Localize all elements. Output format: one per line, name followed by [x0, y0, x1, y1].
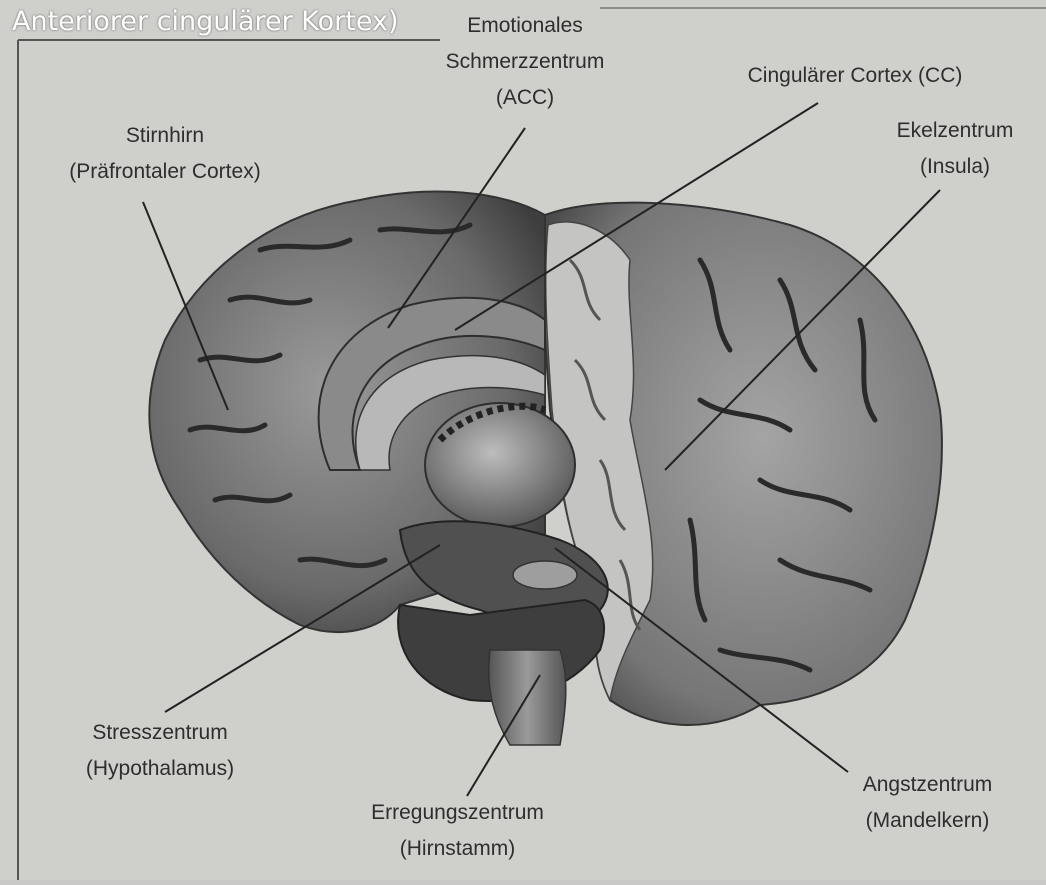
label-cc: Cingulärer Cortex (CC) — [705, 58, 1005, 94]
amygdala — [513, 561, 577, 589]
label-acc-line1: Emotionales — [400, 8, 650, 44]
thalamus — [425, 403, 575, 527]
label-brainstem: Erregungszentrum (Hirnstamm) — [340, 795, 575, 867]
label-amygdala-line1: Angstzentrum — [835, 767, 1020, 803]
label-prefrontal-line2: (Präfrontaler Cortex) — [40, 154, 290, 190]
label-hypothalamus: Stresszentrum (Hypothalamus) — [60, 715, 260, 787]
label-acc-line2: Schmerzzentrum — [400, 44, 650, 80]
overlay-title: Anteriorer cingulärer Kortex) — [12, 6, 398, 37]
label-insula: Ekelzentrum (Insula) — [860, 113, 1046, 185]
label-brainstem-line2: (Hirnstamm) — [340, 831, 575, 867]
label-prefrontal: Stirnhirn (Präfrontaler Cortex) — [40, 118, 290, 190]
label-amygdala: Angstzentrum (Mandelkern) — [835, 767, 1020, 839]
label-amygdala-line2: (Mandelkern) — [835, 803, 1020, 839]
label-hypothalamus-line1: Stresszentrum — [60, 715, 260, 751]
label-prefrontal-line1: Stirnhirn — [40, 118, 290, 154]
label-acc: Emotionales Schmerzzentrum (ACC) — [400, 8, 650, 116]
label-hypothalamus-line2: (Hypothalamus) — [60, 751, 260, 787]
label-brainstem-line1: Erregungszentrum — [340, 795, 575, 831]
label-insula-line1: Ekelzentrum — [860, 113, 1046, 149]
label-cc-line1: Cingulärer Cortex (CC) — [705, 58, 1005, 94]
label-acc-line3: (ACC) — [400, 80, 650, 116]
label-insula-line2: (Insula) — [860, 149, 1046, 185]
